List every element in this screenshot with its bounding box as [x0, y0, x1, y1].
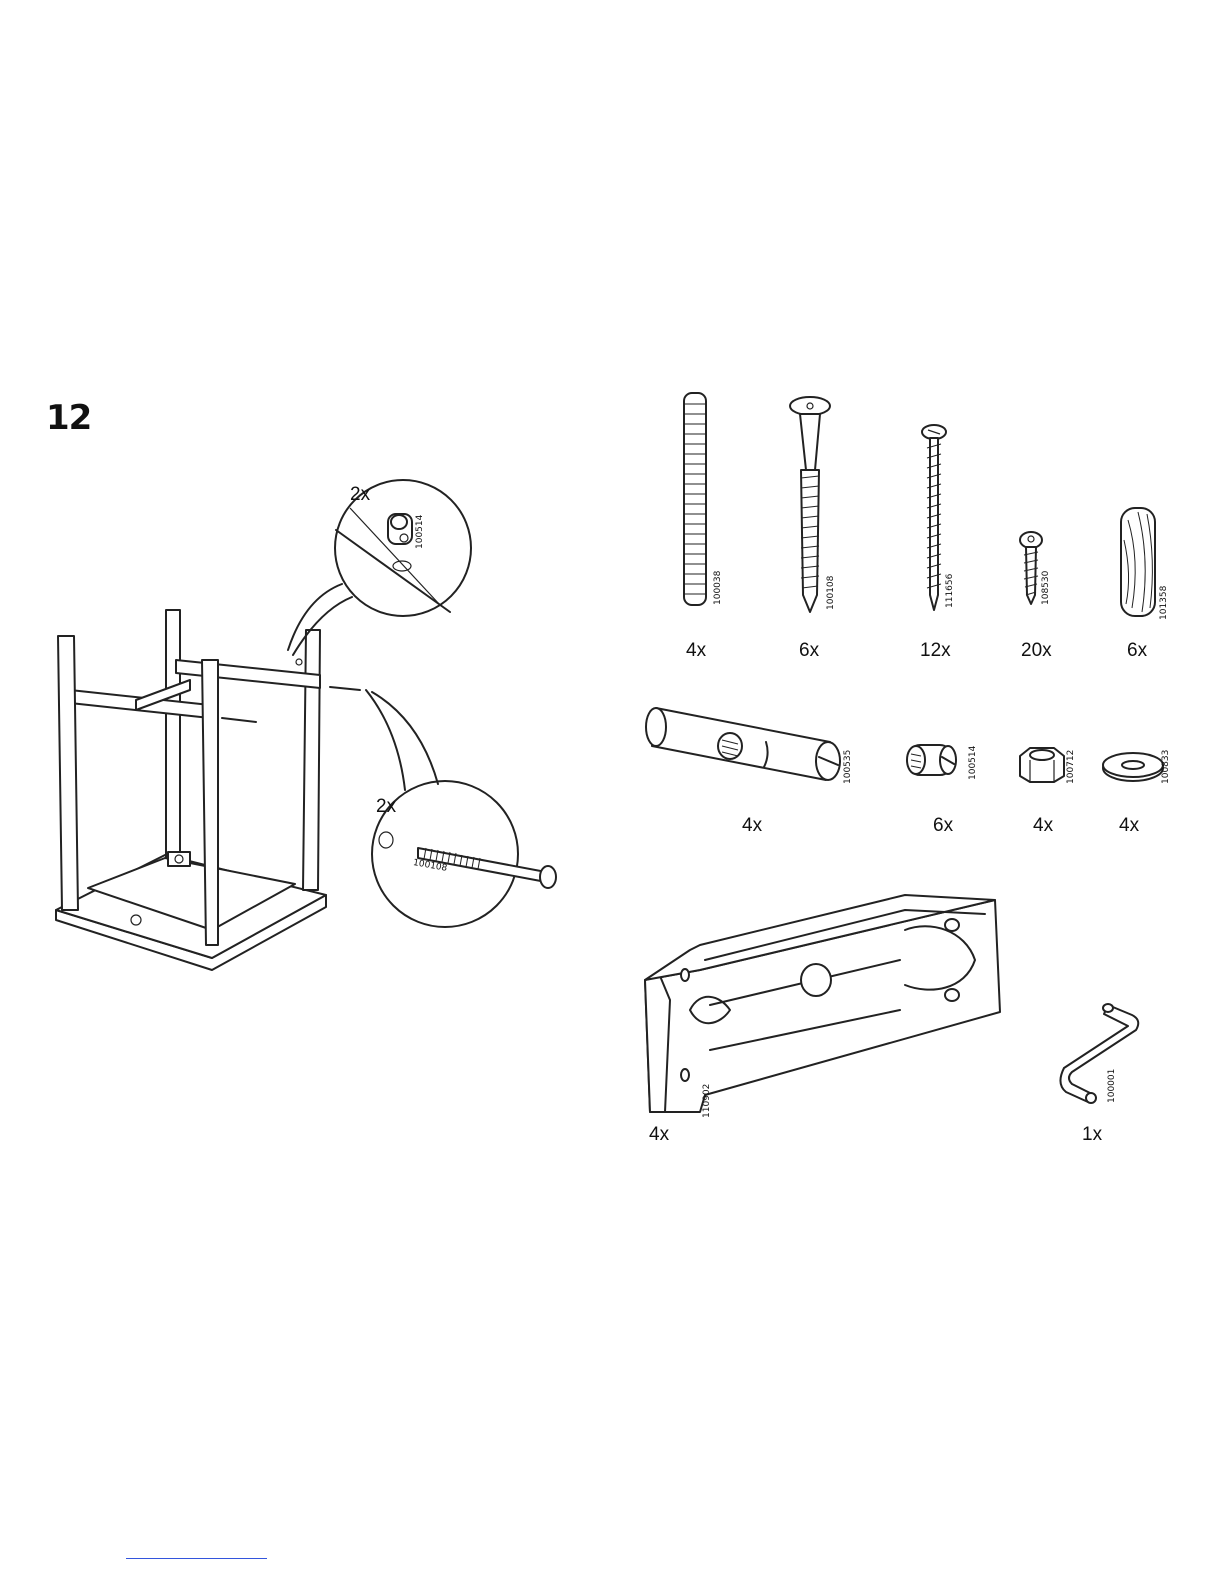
part-qty-100001: 1x [1082, 1124, 1102, 1146]
part-code-100108: 100108 [826, 576, 836, 610]
barrel-nut-icon [907, 745, 956, 775]
allen-key-icon [1060, 1004, 1138, 1103]
part-code-100038: 100038 [713, 571, 723, 605]
part-qty-100833: 4x [1119, 815, 1139, 837]
part-qty-100108: 6x [799, 640, 819, 662]
part-code-100712: 100712 [1066, 750, 1076, 784]
part-qty-100514: 6x [933, 815, 953, 837]
corner-bracket-icon [645, 895, 1000, 1112]
hex-nut-icon [1020, 748, 1064, 782]
part-code-111656: 111656 [945, 574, 955, 608]
part-qty-111656: 12x [920, 640, 951, 662]
short-screw-icon [1020, 532, 1042, 604]
washer-icon [1103, 753, 1163, 781]
part-qty-100712: 4x [1033, 815, 1053, 837]
part-code-110902: 110902 [702, 1084, 712, 1118]
part-code-108530: 108530 [1041, 571, 1051, 605]
part-code-101358: 101358 [1159, 586, 1169, 620]
part-qty-100535: 4x [742, 815, 762, 837]
callout-bottom-qty: 2x [376, 796, 396, 818]
part-qty-100038: 4x [686, 640, 706, 662]
long-barrel-nut-icon [646, 708, 840, 780]
flat-head-bolt-icon [790, 397, 830, 612]
long-screw-icon [922, 425, 946, 610]
footer-link-underline[interactable] [126, 1558, 267, 1559]
part-code-100001: 100001 [1107, 1069, 1117, 1103]
part-qty-110902: 4x [649, 1124, 669, 1146]
part-code-100833: 100833 [1161, 750, 1171, 784]
part-qty-101358: 6x [1127, 640, 1147, 662]
part-code-100535: 100535 [843, 750, 853, 784]
part-code-100514: 100514 [968, 746, 978, 780]
threaded-rod-icon [684, 393, 706, 605]
wooden-dowel-icon [1121, 508, 1155, 616]
part-qty-108530: 20x [1021, 640, 1052, 662]
